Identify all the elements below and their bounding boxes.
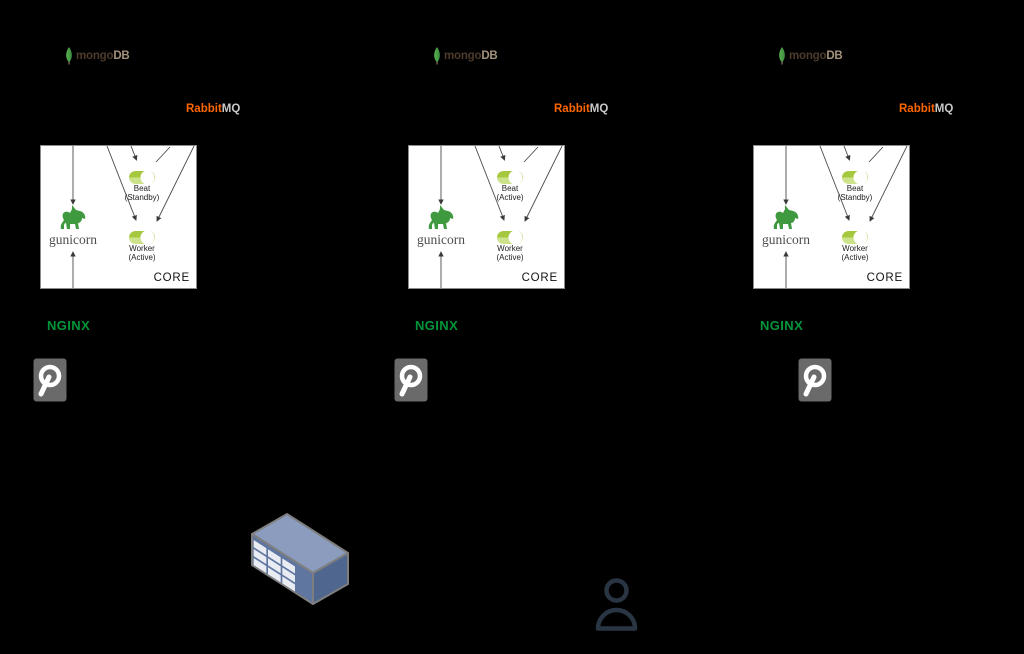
gunicorn-logo: gunicorn (42, 205, 104, 248)
gunicorn-label: gunicorn (762, 232, 810, 247)
worker-state: (Active) (496, 253, 524, 262)
nginx-logo: NGINX (47, 318, 91, 333)
core-label: CORE (153, 272, 190, 284)
celery-worker-icon (497, 231, 523, 244)
celery-beat-icon (842, 171, 868, 184)
beat-name: Beat (501, 184, 519, 193)
gunicorn-horse-icon (773, 205, 799, 229)
mongodb-logo: mongoDB (432, 46, 498, 66)
gunicorn-logo: gunicorn (410, 205, 472, 248)
worker-label: Worker (Active) (825, 244, 885, 262)
core-box-arrows (783, 146, 908, 288)
node-column-2: mongoDB RabbitMQ Beat (Active) (394, 0, 608, 430)
rabbitmq-mq: MQ (221, 103, 241, 115)
mongodb-logo-text: mongoDB (444, 50, 498, 62)
celery-beat-icon (497, 171, 523, 184)
worker-label: Worker (Active) (112, 244, 172, 262)
celery-beat-icon (129, 171, 155, 184)
beat-label: Beat (Active) (480, 184, 540, 202)
gunicorn-label: gunicorn (49, 232, 97, 247)
gunicorn-label: gunicorn (417, 232, 465, 247)
beat-state: (Standby) (837, 193, 873, 202)
gunicorn-horse-icon (60, 205, 86, 229)
mongodb-leaf-icon (66, 47, 72, 65)
worker-name: Worker (842, 244, 868, 253)
hard-disk-icon (394, 358, 428, 402)
celery-worker-icon (842, 231, 868, 244)
gunicorn-logo: gunicorn (755, 205, 817, 248)
worker-label: Worker (Active) (480, 244, 540, 262)
hard-disk-icon (798, 358, 832, 402)
beat-label: Beat (Standby) (112, 184, 172, 202)
beat-name: Beat (133, 184, 151, 193)
mongodb-leaf-icon (434, 47, 440, 65)
rabbitmq-logo: RabbitMQ (186, 103, 240, 115)
core-label: CORE (521, 272, 558, 284)
network-switch-icon (251, 513, 349, 605)
node-column-1: mongoDB RabbitMQ Beat (Standby) (33, 0, 240, 430)
core-box: Beat (Active) Worker (Active) gunicorn C… (408, 145, 565, 289)
worker-name: Worker (497, 244, 523, 253)
rabbitmq-word: Rabbit (186, 103, 222, 115)
mongodb-leaf-icon (779, 47, 785, 65)
rabbitmq-word: Rabbit (899, 103, 935, 115)
core-label: CORE (866, 272, 903, 284)
mongodb-logo: mongoDB (777, 46, 843, 66)
celery-worker-icon (129, 231, 155, 244)
node-column-3: mongoDB RabbitMQ Beat (Standby) (753, 0, 953, 430)
mongodb-word: mongo (789, 50, 827, 62)
beat-state: (Active) (496, 193, 524, 202)
mongodb-db: DB (113, 50, 130, 62)
nginx-logo: NGINX (760, 318, 804, 333)
user-icon (595, 578, 638, 631)
core-box: Beat (Standby) Worker (Active) gunicorn … (753, 145, 910, 289)
beat-label: Beat (Standby) (825, 184, 885, 202)
core-box-arrows (70, 146, 195, 288)
mongodb-logo-text: mongoDB (76, 50, 130, 62)
rabbitmq-mq: MQ (934, 103, 954, 115)
mongodb-word: mongo (444, 50, 482, 62)
rabbitmq-logo: RabbitMQ (554, 103, 608, 115)
gunicorn-horse-icon (428, 205, 454, 229)
nginx-logo: NGINX (415, 318, 459, 333)
worker-state: (Active) (128, 253, 156, 262)
core-box: Beat (Standby) Worker (Active) gunicorn … (40, 145, 197, 289)
rabbitmq-logo: RabbitMQ (899, 103, 953, 115)
mongodb-db: DB (481, 50, 498, 62)
hard-disk-icon (33, 358, 67, 402)
worker-name: Worker (129, 244, 155, 253)
mongodb-db: DB (826, 50, 843, 62)
mongodb-logo: mongoDB (64, 46, 130, 66)
beat-name: Beat (846, 184, 864, 193)
rabbitmq-mq: MQ (589, 103, 609, 115)
beat-state: (Standby) (124, 193, 160, 202)
core-box-arrows (438, 146, 563, 288)
mongodb-word: mongo (76, 50, 114, 62)
mongodb-logo-text: mongoDB (789, 50, 843, 62)
rabbitmq-word: Rabbit (554, 103, 590, 115)
worker-state: (Active) (841, 253, 869, 262)
